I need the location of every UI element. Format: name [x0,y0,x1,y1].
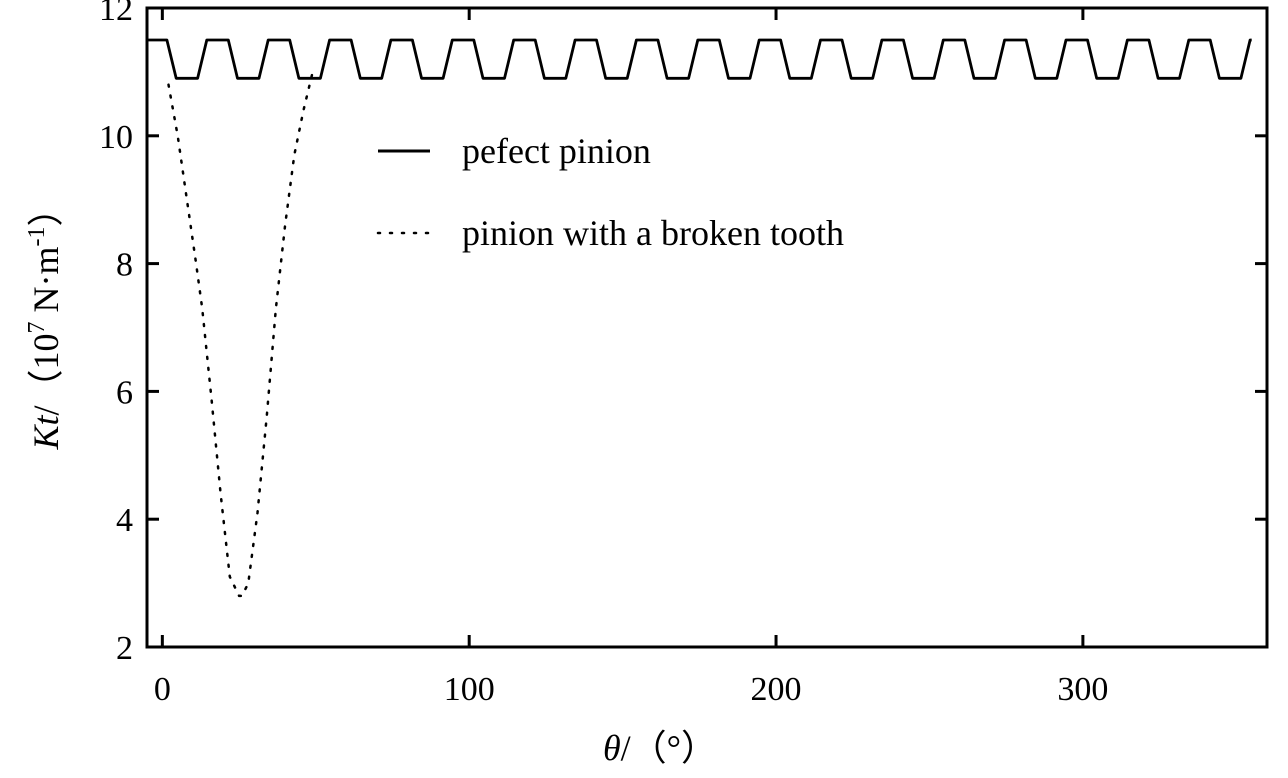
series-line-2 [167,70,314,598]
y-tick-label: 12 [99,0,133,28]
x-tick-label: 0 [154,671,171,708]
x-tick-label: 300 [1057,671,1108,708]
y-tick-label: 2 [116,630,133,667]
legend-label-2: pinion with a broken tooth [462,213,844,253]
y-tick-label: 6 [116,374,133,411]
x-tick-label: 200 [751,671,802,708]
y-tick-label: 10 [99,119,133,156]
chart-marks [147,38,1252,598]
y-axis-label: Kt/（107 N·m-1） [24,190,66,450]
series-line-1 [147,38,1252,80]
plot-frame [145,6,1269,649]
legend: pefect pinion pinion with a broken tooth [376,131,844,253]
axis-ticks: 0 100 200 300 2 4 6 8 10 12 [99,0,1267,708]
x-tick-label: 100 [444,671,495,708]
legend-label-1: pefect pinion [462,131,651,171]
y-tick-label: 8 [116,247,133,284]
x-axis-label: θ/（°） [603,728,717,768]
y-tick-label: 4 [116,502,133,539]
